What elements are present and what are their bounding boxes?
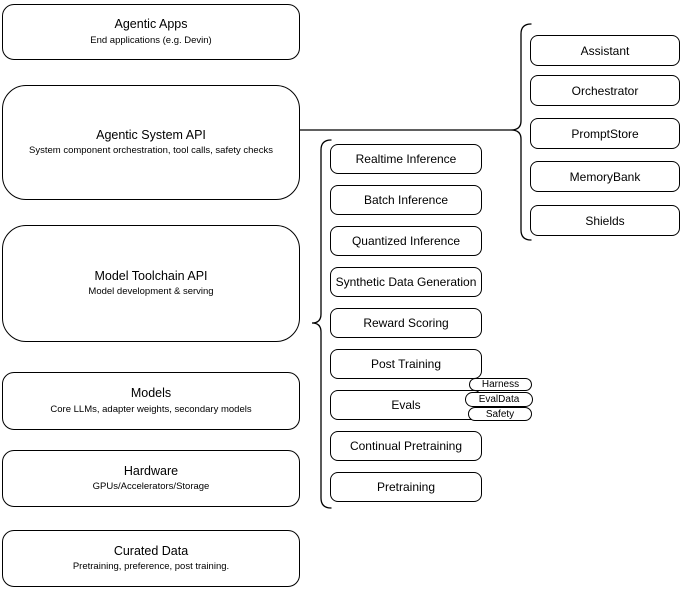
node-title: Agentic Apps <box>114 17 188 32</box>
node-memorybank: MemoryBank <box>530 161 680 192</box>
node-subtitle: Model development & serving <box>88 286 214 298</box>
node-reward-scoring: Reward Scoring <box>330 308 482 338</box>
node-title: Model Toolchain API <box>94 268 208 283</box>
tag-harness: Harness <box>469 378 532 391</box>
node-shields: Shields <box>530 205 680 236</box>
node-subtitle: GPUs/Accelerators/Storage <box>92 481 210 493</box>
tag-label: EvalData <box>478 394 520 405</box>
node-curated-data: Curated Data Pretraining, preference, po… <box>2 530 300 587</box>
node-label: Synthetic Data Generation <box>335 275 477 289</box>
node-label: Evals <box>391 398 421 412</box>
tag-safety: Safety <box>468 407 532 421</box>
node-label: Orchestrator <box>571 83 639 98</box>
node-title: Models <box>130 386 172 401</box>
node-models: Models Core LLMs, adapter weights, secon… <box>2 372 300 430</box>
node-realtime-inference: Realtime Inference <box>330 144 482 174</box>
tag-evaldata: EvalData <box>465 392 533 407</box>
node-label: PromptStore <box>571 126 639 141</box>
node-subtitle: Core LLMs, adapter weights, secondary mo… <box>50 403 252 415</box>
tag-label: Safety <box>485 408 515 420</box>
node-assistant: Assistant <box>530 35 680 66</box>
node-promptstore: PromptStore <box>530 118 680 149</box>
node-label: Batch Inference <box>363 193 449 207</box>
node-hardware: Hardware GPUs/Accelerators/Storage <box>2 450 300 507</box>
node-label: Continual Pretraining <box>349 439 463 453</box>
node-label: Reward Scoring <box>363 316 449 330</box>
node-label: Post Training <box>370 357 442 371</box>
node-label: Realtime Inference <box>355 152 457 166</box>
node-subtitle: End applications (e.g. Devin) <box>90 34 212 46</box>
node-label: Pretraining <box>376 480 436 494</box>
node-label: Assistant <box>580 43 630 58</box>
node-agentic-system-api: Agentic System API System component orch… <box>2 85 300 200</box>
node-title: Hardware <box>123 463 179 478</box>
node-label: Shields <box>585 213 625 228</box>
node-model-toolchain-api: Model Toolchain API Model development & … <box>2 225 300 342</box>
node-pretraining: Pretraining <box>330 472 482 502</box>
node-label: MemoryBank <box>569 169 641 184</box>
node-quantized-inference: Quantized Inference <box>330 226 482 256</box>
node-subtitle: System component orchestration, tool cal… <box>29 145 273 157</box>
node-agentic-apps: Agentic Apps End applications (e.g. Devi… <box>2 4 300 60</box>
right-column-brace <box>510 23 532 241</box>
node-batch-inference: Batch Inference <box>330 185 482 215</box>
node-subtitle: Pretraining, preference, post training. <box>72 561 230 573</box>
node-orchestrator: Orchestrator <box>530 75 680 106</box>
node-post-training: Post Training <box>330 349 482 379</box>
middle-column-brace <box>311 139 332 509</box>
tag-label: Harness <box>481 379 520 390</box>
node-synthetic-data-generation: Synthetic Data Generation <box>330 267 482 297</box>
node-continual-pretraining: Continual Pretraining <box>330 431 482 461</box>
node-title: Agentic System API <box>96 127 206 142</box>
node-title: Curated Data <box>113 543 189 558</box>
node-label: Quantized Inference <box>351 234 461 248</box>
node-evals: Evals <box>330 390 482 420</box>
